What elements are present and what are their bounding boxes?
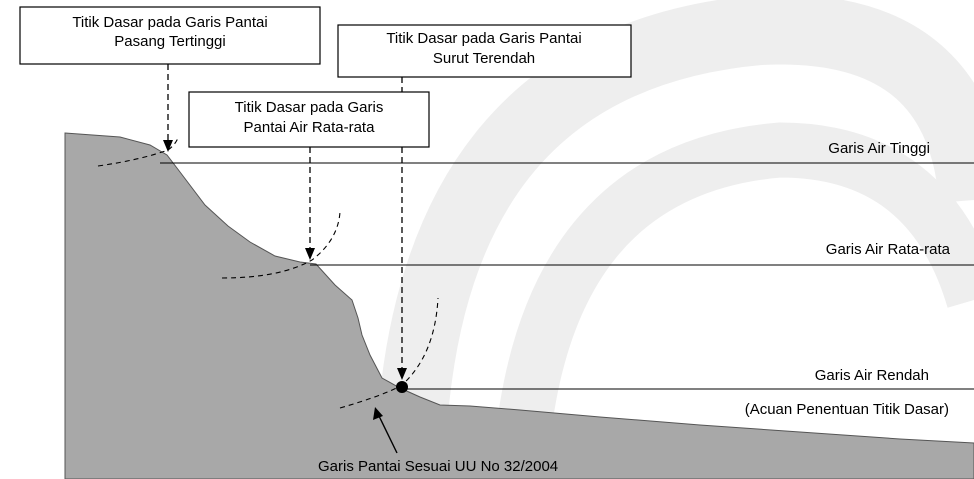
callout-low-line2: Surut Terendah xyxy=(433,50,535,67)
low-water-note: (Acuan Penentuan Titik Dasar) xyxy=(745,401,949,418)
watermark-arcs xyxy=(375,0,974,472)
low-water-base-point xyxy=(396,381,408,393)
dashed-arrows xyxy=(167,64,403,370)
high-water-label: Garis Air Tinggi xyxy=(828,140,930,157)
coastline-pointer xyxy=(377,413,398,454)
arrowheads xyxy=(163,140,407,380)
land-profile xyxy=(64,132,974,479)
callout-high-line2: Pasang Tertinggi xyxy=(114,33,225,50)
mean-water-label: Garis Air Rata-rata xyxy=(826,241,951,258)
low-water-label: Garis Air Rendah xyxy=(815,367,929,384)
coastline-label: Garis Pantai Sesuai UU No 32/2004 xyxy=(318,458,558,475)
callout-mean-line1: Titik Dasar pada Garis xyxy=(235,99,384,116)
callout-high-line1: Titik Dasar pada Garis Pantai xyxy=(72,14,267,31)
callout-mean-point: Titik Dasar pada Garis Pantai Air Rata-r… xyxy=(188,91,430,148)
callout-mean-line2: Pantai Air Rata-rata xyxy=(244,119,376,136)
coastline-pointer-head xyxy=(373,407,383,420)
callout-high-point: Titik Dasar pada Garis Pantai Pasang Ter… xyxy=(19,6,321,65)
callout-low-line1: Titik Dasar pada Garis Pantai xyxy=(386,30,581,47)
callout-low-point: Titik Dasar pada Garis Pantai Surut Tere… xyxy=(337,24,632,78)
